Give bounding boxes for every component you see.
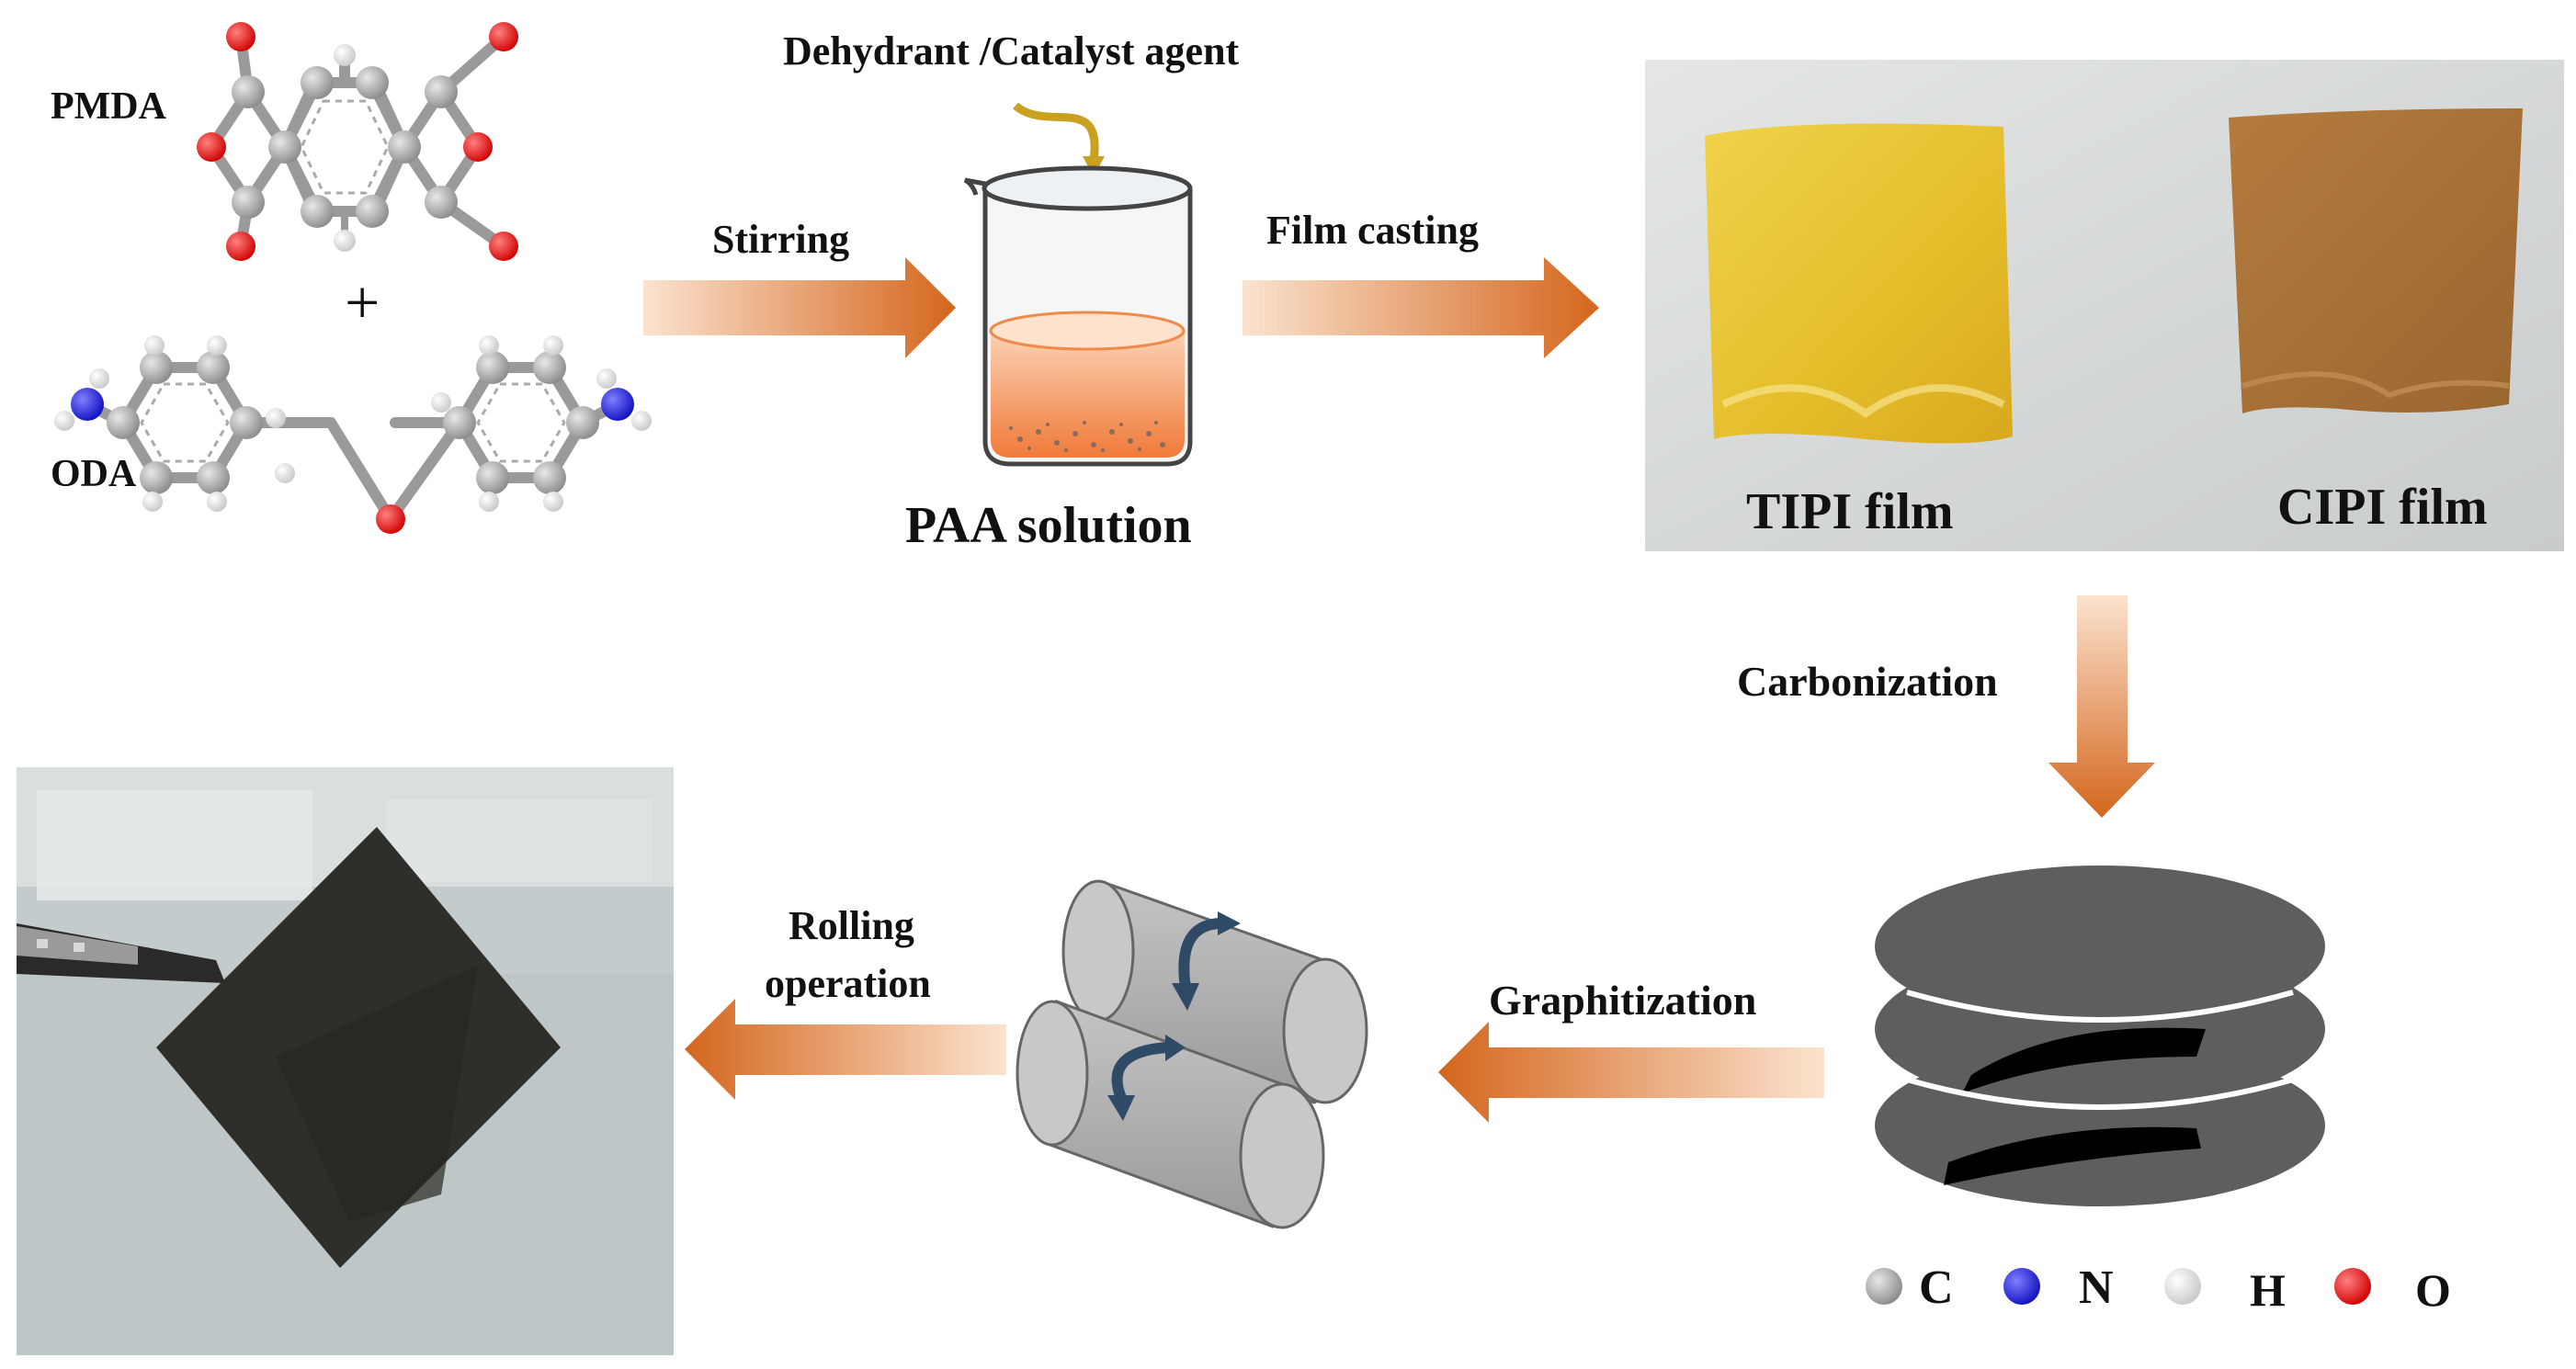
rolling-label-line1: Rolling <box>789 903 914 948</box>
tipi-film-label: TIPI film <box>1746 483 1954 540</box>
tipi-film-sample <box>1705 123 2013 444</box>
films-photo <box>1645 60 2564 551</box>
legend-h-label: H <box>2250 1264 2286 1316</box>
legend-o-label: O <box>2415 1264 2451 1316</box>
oda-label: ODA <box>51 453 137 495</box>
rolling-label-line2: operation <box>765 961 931 1006</box>
legend-c-label: C <box>1919 1262 1954 1314</box>
dehydrant-catalyst-label: Dehydrant /Catalyst agent <box>783 28 1240 74</box>
beaker-icon <box>963 102 1193 467</box>
hydrogen-atom-icon <box>2164 1268 2201 1305</box>
arrow-stirring <box>643 257 956 358</box>
carbon-atom-icon <box>1866 1268 1902 1305</box>
oxygen-atom-icon <box>2334 1268 2371 1305</box>
graphite-film-photo <box>17 767 674 1355</box>
legend <box>1866 1268 2371 1305</box>
paa-solution-label: PAA solution <box>905 497 1192 554</box>
cipi-film-label: CIPI film <box>2277 479 2488 536</box>
stirring-label: Stirring <box>712 217 850 262</box>
carbonization-label: Carbonization <box>1737 658 1998 705</box>
pmda-molecule <box>197 22 518 261</box>
cipi-film-sample <box>2229 108 2523 413</box>
arrow-carbonization <box>2048 595 2155 818</box>
arrow-film-casting <box>1243 257 1599 358</box>
graphitization-label: Graphitization <box>1489 977 1757 1024</box>
rollers-icon <box>1016 879 1368 1229</box>
arrow-rolling <box>685 999 1006 1100</box>
legend-n-label: N <box>2079 1262 2114 1314</box>
plus-sign: + <box>345 267 380 337</box>
film-casting-label: Film casting <box>1266 208 1479 253</box>
nitrogen-atom-icon <box>2003 1268 2040 1305</box>
pmda-label: PMDA <box>51 85 166 128</box>
oda-molecule <box>54 335 652 534</box>
arrow-graphitization <box>1438 1022 1824 1123</box>
graphite-stack-icon <box>1875 866 2325 1206</box>
